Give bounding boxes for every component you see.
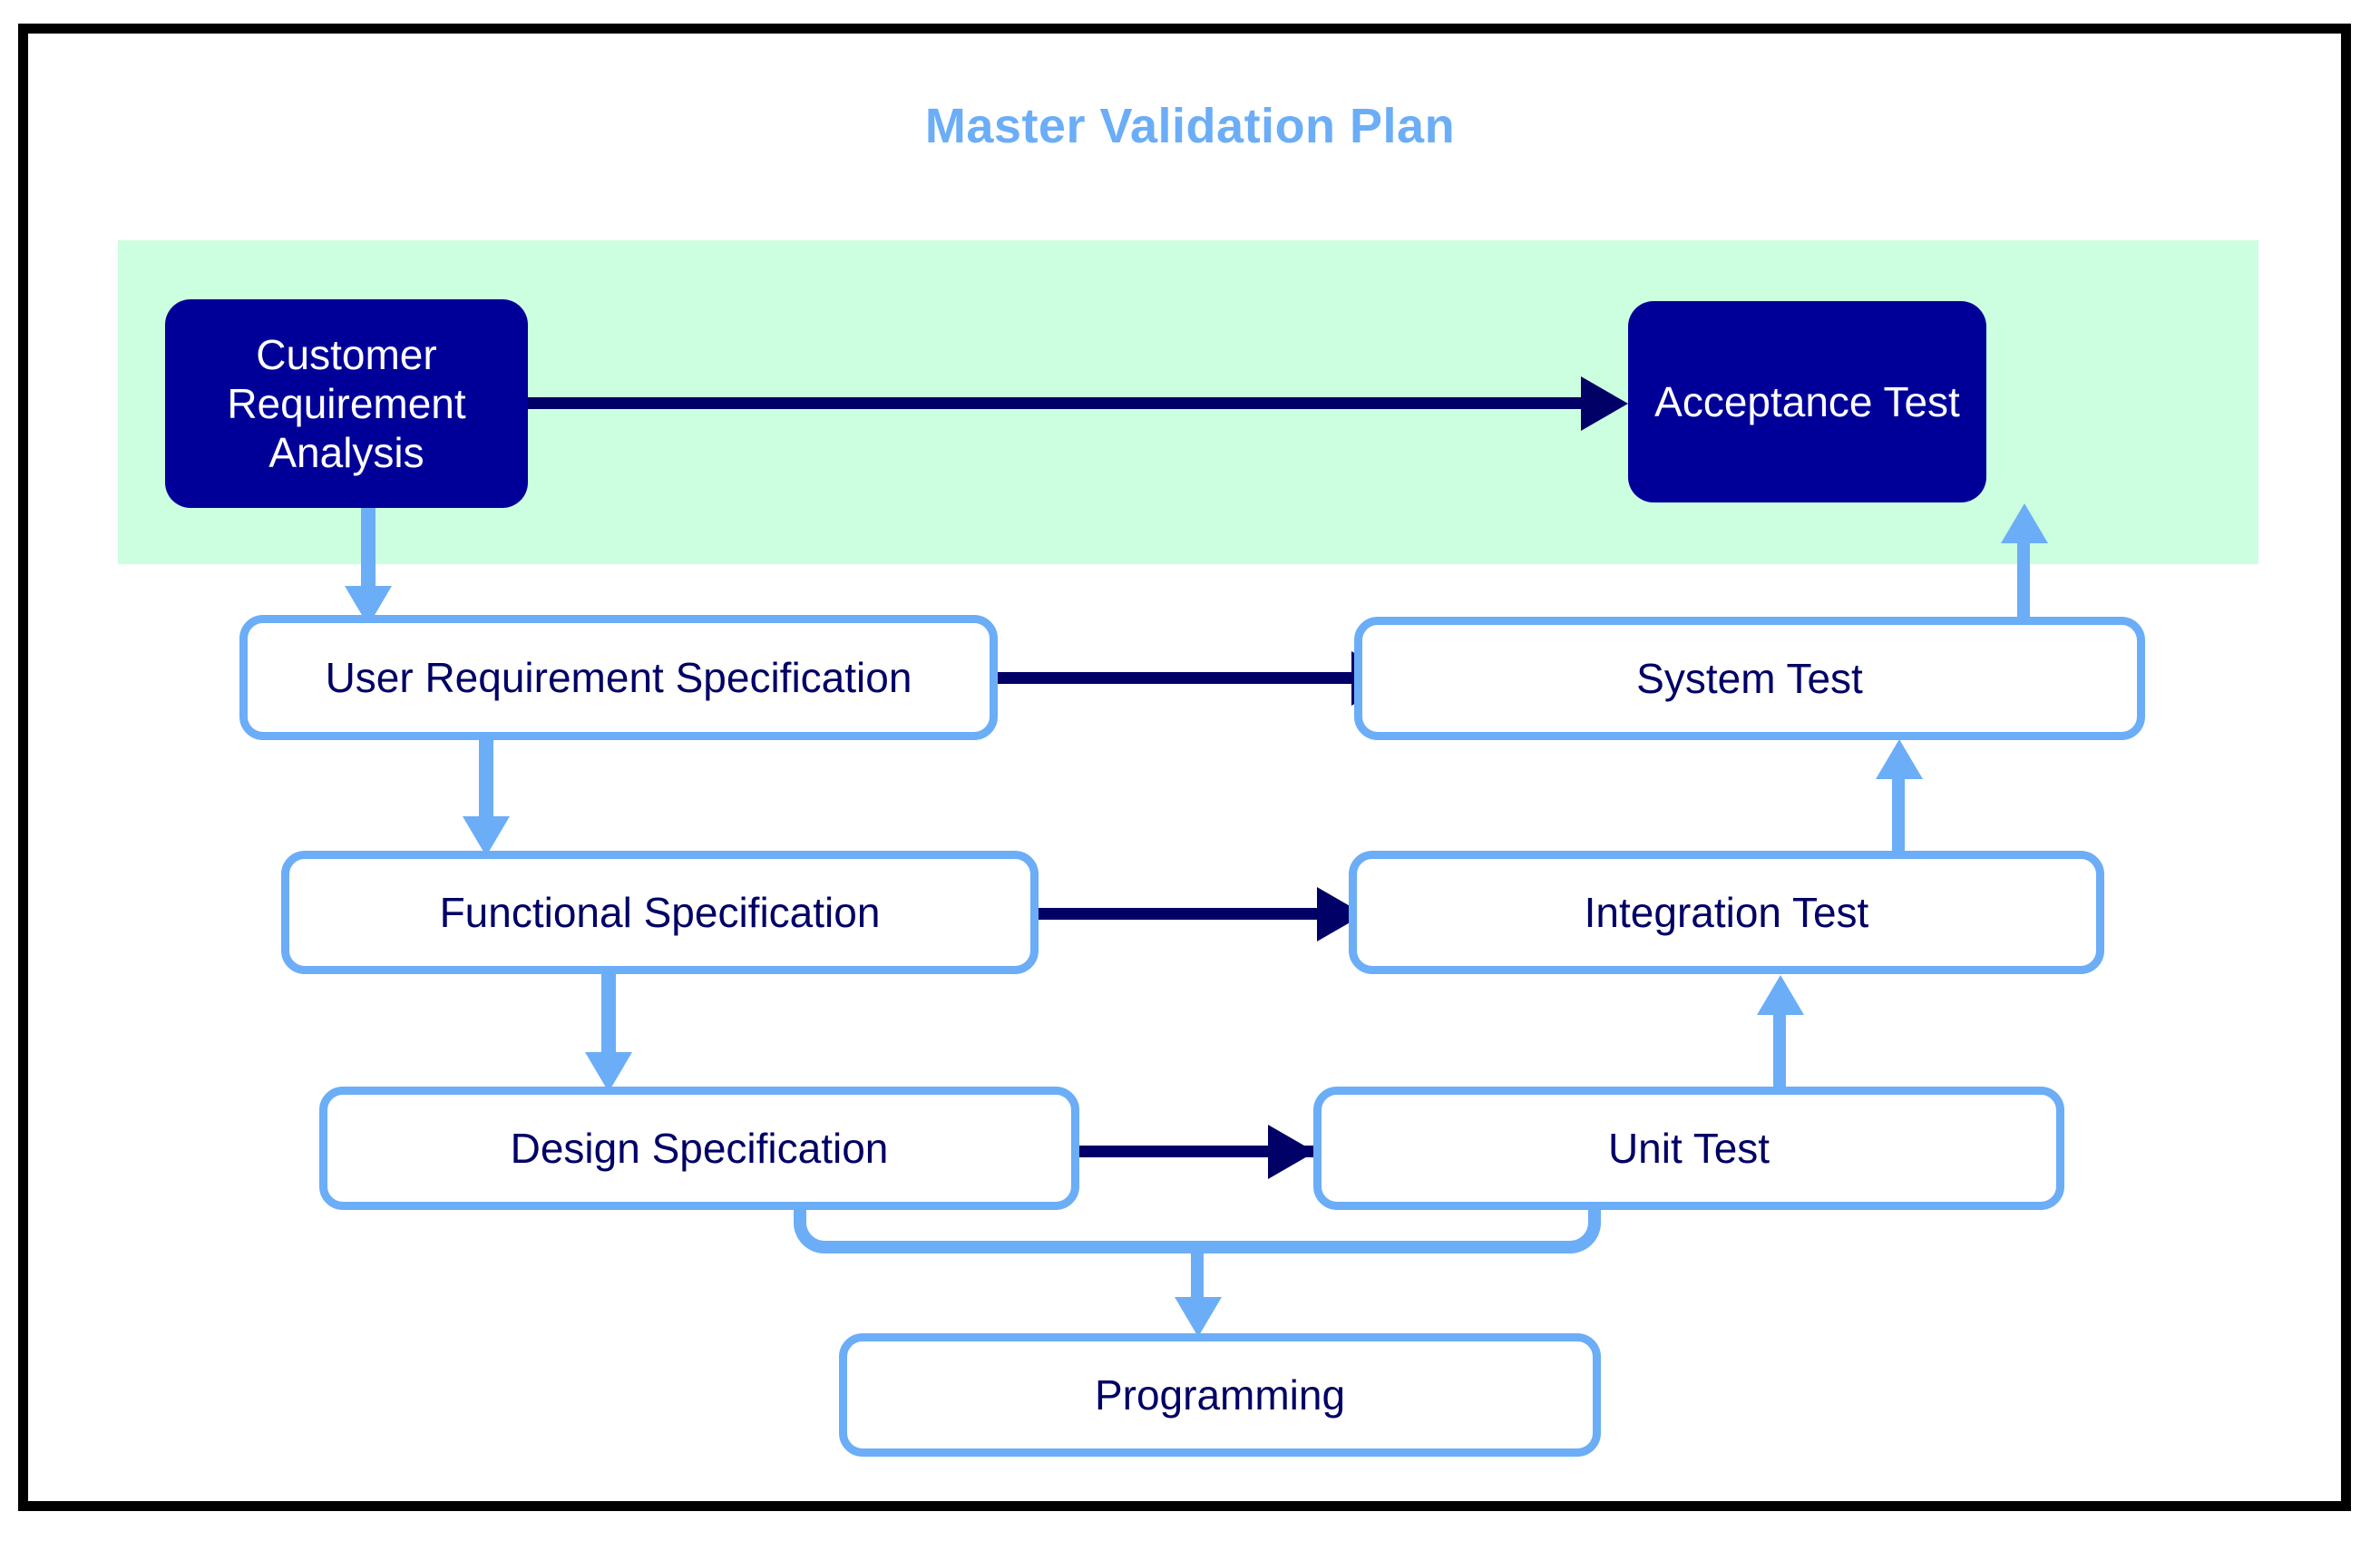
edge-fs-to-ds-line: [601, 972, 616, 1070]
edge-cra-to-acceptance-arrowhead: [1581, 376, 1628, 431]
node-integration-test[interactable]: Integration Test: [1349, 851, 2104, 974]
edge-urs-to-system-line: [993, 672, 1374, 684]
node-cra-label-line1: Customer Requirement: [227, 330, 466, 427]
node-integration-test-label: Integration Test: [1584, 888, 1869, 936]
node-unit-test[interactable]: Unit Test: [1313, 1087, 2064, 1210]
edge-cra-to-acceptance-line: [526, 397, 1605, 409]
node-customer-requirement-analysis-label: Customer Requirement Analysis: [165, 330, 528, 478]
edge-unit-to-integration-line: [1773, 1014, 1786, 1092]
edge-integration-to-system-arrowhead: [1876, 739, 1923, 779]
edge-system-to-acceptance-arrowhead: [2001, 503, 2048, 543]
edge-integration-to-system-line: [1892, 778, 1905, 856]
node-user-requirement-specification-label: User Requirement Specification: [325, 653, 912, 701]
edge-unit-to-integration-arrowhead: [1757, 975, 1804, 1015]
node-cra-label-line2: Analysis: [268, 429, 424, 477]
edge-ds-to-unit-line: [1078, 1146, 1315, 1157]
edge-ds-to-unit-arrowhead: [1268, 1125, 1315, 1179]
edge-urs-to-fs-arrowhead: [463, 816, 510, 856]
node-functional-specification-label: Functional Specification: [439, 888, 881, 936]
edge-cra-to-urs-line: [361, 506, 376, 604]
node-acceptance-test-label: Acceptance Test: [1654, 377, 1960, 425]
node-design-specification-label: Design Specification: [510, 1124, 889, 1172]
edge-bridge-to-programming-arrowhead: [1175, 1297, 1222, 1337]
edge-urs-to-fs-line: [479, 736, 493, 834]
node-functional-specification[interactable]: Functional Specification: [281, 851, 1039, 974]
node-design-specification[interactable]: Design Specification: [319, 1087, 1079, 1210]
node-user-requirement-specification[interactable]: User Requirement Specification: [239, 615, 998, 740]
edge-fs-to-ds-arrowhead: [585, 1052, 632, 1092]
node-customer-requirement-analysis[interactable]: Customer Requirement Analysis: [165, 299, 528, 508]
edge-fs-to-integration-line: [1034, 908, 1347, 920]
node-system-test[interactable]: System Test: [1354, 617, 2145, 740]
edge-bridge-to-programming: [794, 1206, 1601, 1253]
node-acceptance-test[interactable]: Acceptance Test: [1628, 301, 1986, 502]
page-title: Master Validation Plan: [924, 99, 1456, 153]
node-unit-test-label: Unit Test: [1607, 1124, 1770, 1172]
node-programming-label: Programming: [1094, 1370, 1346, 1419]
edge-system-to-acceptance-line: [2017, 542, 2030, 620]
node-programming[interactable]: Programming: [839, 1333, 1601, 1457]
node-system-test-label: System Test: [1636, 654, 1863, 702]
